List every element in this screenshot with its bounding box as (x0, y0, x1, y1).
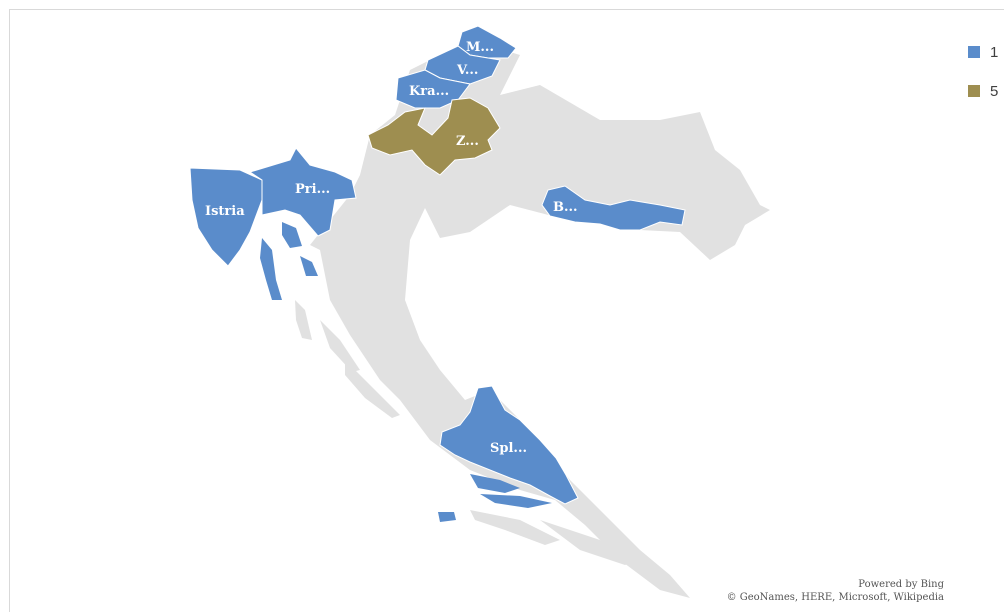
island-krk[interactable] (282, 222, 302, 248)
label-varazdin: V... (456, 63, 478, 78)
label-medimurje: M... (466, 40, 494, 55)
label-zagreb: Z... (456, 134, 479, 149)
island-hvar[interactable] (480, 494, 552, 508)
map-base-land (310, 40, 770, 598)
legend-label: 1 (990, 43, 999, 61)
legend-swatch-olive (968, 85, 980, 97)
label-istria: Istria (205, 204, 245, 219)
legend-item-1[interactable]: 1 (968, 40, 998, 64)
legend-label: 5 (990, 82, 999, 100)
legend: 1 5 (968, 40, 998, 118)
map-credits: © GeoNames, HERE, Microsoft, Wikipedia (726, 592, 944, 603)
island-brac[interactable] (470, 474, 520, 493)
island-vis[interactable] (438, 512, 456, 522)
island-south (540, 520, 640, 565)
island-dugi (345, 360, 400, 418)
island-rab[interactable] (300, 256, 318, 276)
island-small (470, 510, 560, 545)
map-attribution: Powered by Bing © GeoNames, HERE, Micros… (727, 578, 944, 604)
region-split-dalmatia[interactable] (439, 385, 579, 505)
region-zagreb[interactable] (367, 97, 501, 176)
label-brod-posavina: B... (553, 200, 578, 215)
legend-item-5[interactable]: 5 (968, 79, 998, 103)
label-primorje-gorski-kotar: Pri... (295, 182, 330, 197)
region-istria[interactable] (189, 167, 263, 267)
powered-by-bing: Powered by Bing (858, 579, 944, 590)
region-brod-posavina[interactable] (541, 185, 686, 231)
label-split-dalmatia: Spl... (490, 441, 527, 456)
island-cres (295, 300, 312, 340)
label-krapina-zagorje: Kra... (409, 84, 449, 99)
legend-swatch-blue (968, 46, 980, 58)
region-primorje-gorski-kotar[interactable] (248, 147, 357, 237)
island-pag (320, 320, 360, 372)
island-cres-blue[interactable] (260, 238, 282, 300)
